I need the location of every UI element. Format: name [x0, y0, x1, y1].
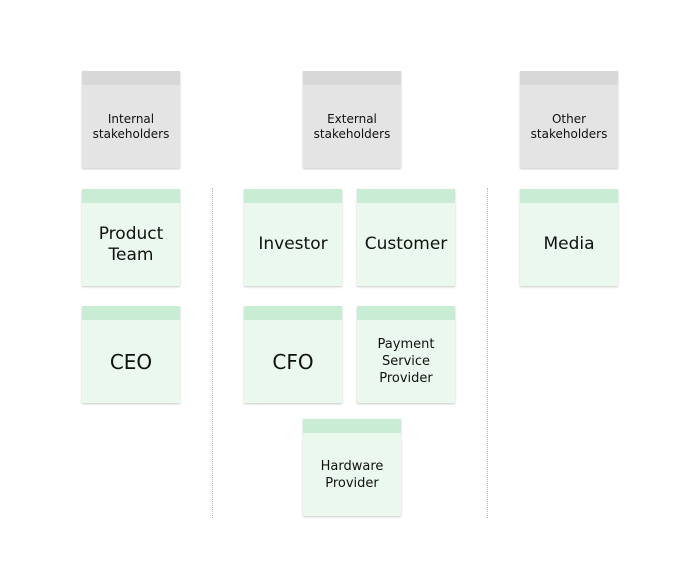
note-top-strip	[82, 306, 180, 320]
header-label: Other stakeholders	[530, 111, 608, 141]
sticky-label: CFO	[272, 349, 314, 374]
note-top-strip	[520, 189, 618, 203]
sticky-investor[interactable]: Investor	[244, 189, 342, 286]
sticky-cfo[interactable]: CFO	[244, 306, 342, 403]
header-label: Internal stakeholders	[92, 111, 170, 141]
sticky-label: CEO	[109, 349, 153, 374]
sticky-label: Investor	[258, 234, 328, 254]
header-external-stakeholders[interactable]: External stakeholders	[303, 71, 401, 168]
sticky-hardware-provider[interactable]: Hardware Provider	[303, 419, 401, 516]
sticky-payment-service-provider[interactable]: Payment Service Provider	[357, 306, 455, 403]
note-top-strip	[357, 189, 455, 203]
sticky-media[interactable]: Media	[520, 189, 618, 286]
note-top-strip	[357, 306, 455, 320]
sticky-label: Customer	[364, 234, 448, 254]
header-internal-stakeholders[interactable]: Internal stakeholders	[82, 71, 180, 168]
note-top-strip	[520, 71, 618, 85]
note-top-strip	[244, 189, 342, 203]
note-top-strip	[303, 71, 401, 85]
note-top-strip	[303, 419, 401, 433]
sticky-label: Product Team	[98, 223, 164, 265]
note-top-strip	[244, 306, 342, 320]
sticky-product-team[interactable]: Product Team	[82, 189, 180, 286]
sticky-label: Payment Service Provider	[377, 337, 435, 386]
sticky-label: Media	[543, 234, 595, 254]
sticky-label: Hardware Provider	[320, 458, 384, 491]
sticky-ceo[interactable]: CEO	[82, 306, 180, 403]
column-divider-left	[212, 188, 213, 518]
sticky-customer[interactable]: Customer	[357, 189, 455, 286]
header-other-stakeholders[interactable]: Other stakeholders	[520, 71, 618, 168]
header-label: External stakeholders	[313, 111, 391, 141]
column-divider-right	[487, 188, 488, 518]
note-top-strip	[82, 189, 180, 203]
note-top-strip	[82, 71, 180, 85]
